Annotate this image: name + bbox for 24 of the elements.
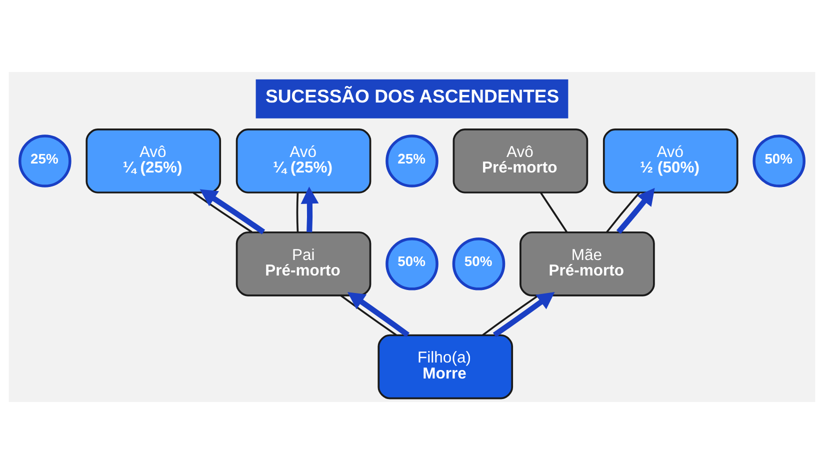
arrow xyxy=(347,292,410,337)
node-box: Avô Pré-morto xyxy=(452,128,588,193)
connector xyxy=(296,192,299,232)
node-circle: 50% xyxy=(752,134,806,187)
node-box: Avó ½ (50%) xyxy=(602,128,738,193)
node-box: Avô ¼ (25%) xyxy=(86,128,222,193)
arrow xyxy=(300,186,319,232)
node-circle: 50% xyxy=(386,236,438,290)
node-box: Filho(a) Morre xyxy=(378,334,514,399)
connector xyxy=(482,294,539,336)
connector xyxy=(606,191,640,232)
arrow xyxy=(492,291,555,337)
node-circle: 25% xyxy=(386,134,438,187)
node-circle: 50% xyxy=(452,236,506,290)
diagram-title: SUCESSÃO DOS ASCENDENTES xyxy=(266,85,560,106)
connector xyxy=(340,294,397,336)
node-circle: 25% xyxy=(18,134,72,187)
connector xyxy=(192,191,252,232)
node-box: Pai Pré-morto xyxy=(236,230,372,296)
arrow xyxy=(616,187,655,234)
node-box: Avó ¼ (25%) xyxy=(236,128,372,193)
connector xyxy=(540,192,568,232)
arrow xyxy=(200,188,266,234)
node-box: Mãe Pré-morto xyxy=(520,230,655,296)
